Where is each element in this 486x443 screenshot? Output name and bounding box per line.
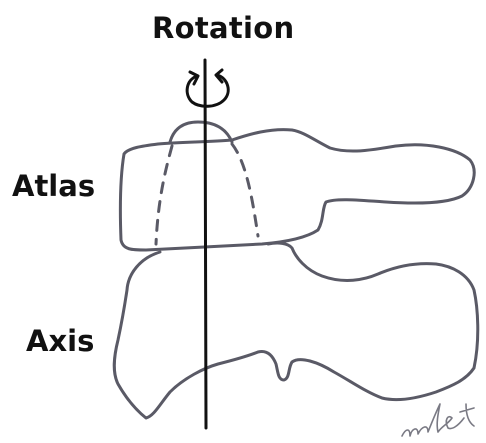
axis-vertebra-outline: [112, 241, 480, 420]
rotation-axis-line: [203, 58, 208, 430]
atlas-vertebra-outline: [118, 128, 476, 252]
diagram-title: Rotation: [152, 11, 295, 45]
axis-label: Axis: [26, 324, 95, 358]
atlas-label: Atlas: [12, 169, 96, 203]
dens-dashed-left: [154, 144, 174, 246]
rotation-arrow-icon: [185, 68, 230, 108]
artist-signature: [401, 403, 475, 437]
dens-outline: [168, 120, 234, 144]
dens-dashed-right: [230, 142, 260, 238]
